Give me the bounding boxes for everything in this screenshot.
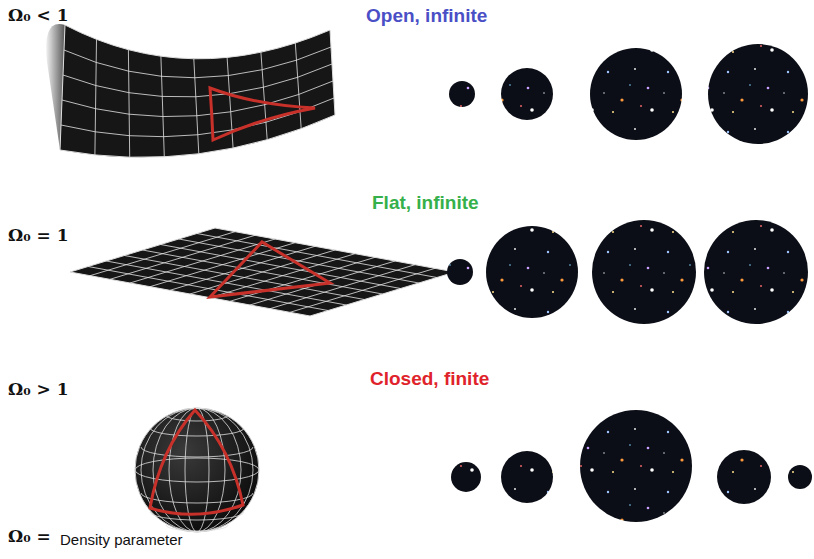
density-condition: Ω₀ > 1 xyxy=(8,380,69,400)
density-condition: Ω₀ = 1 xyxy=(8,226,69,246)
geometry-label: Closed, finite xyxy=(370,368,489,390)
legend-text: Density parameter xyxy=(60,531,183,548)
geometry-label: Flat, infinite xyxy=(372,192,479,214)
geometry-label: Open, infinite xyxy=(366,5,487,27)
saddle-surface xyxy=(46,24,335,157)
flat-plane xyxy=(70,228,455,316)
density-condition: Ω₀ < 1 xyxy=(8,6,69,26)
universe-disc xyxy=(447,44,812,522)
sphere xyxy=(135,408,259,532)
legend-symbol: Ω₀ = xyxy=(8,527,51,547)
